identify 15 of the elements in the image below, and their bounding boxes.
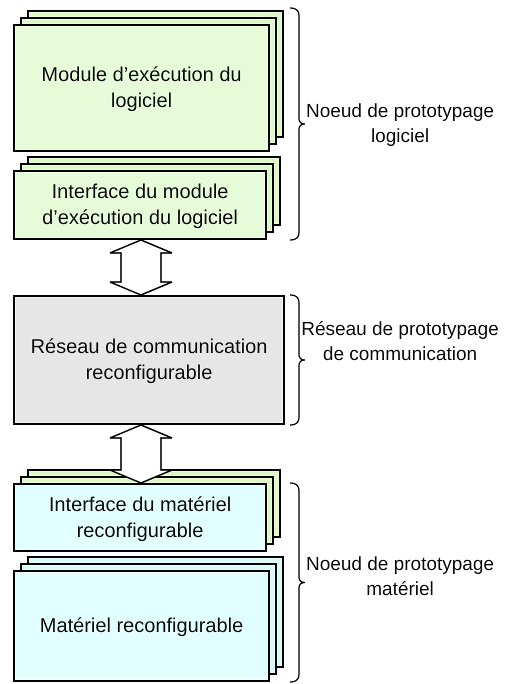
double-block-arrow [109, 424, 173, 484]
group-label: Noeud de prototypage logiciel [304, 100, 496, 149]
process-box [13, 570, 270, 682]
box-label: Module d’exécution du logiciel [40, 63, 243, 114]
box-label: Interface du matériel reconfigurable [48, 492, 232, 544]
process-box [13, 295, 285, 425]
group-label: Noeud de prototypage matériel [304, 553, 496, 602]
box-label: Matériel reconfigurable [40, 614, 244, 639]
box-label: Interface du module d’exécution du logiciel [41, 180, 239, 231]
box-label: Réseau de communication reconfigurable [30, 335, 268, 386]
process-box [13, 483, 267, 552]
double-block-arrow [109, 239, 173, 296]
group-label: Réseau de prototypage de communication [300, 318, 500, 367]
process-box [13, 170, 267, 240]
process-box [13, 24, 270, 152]
